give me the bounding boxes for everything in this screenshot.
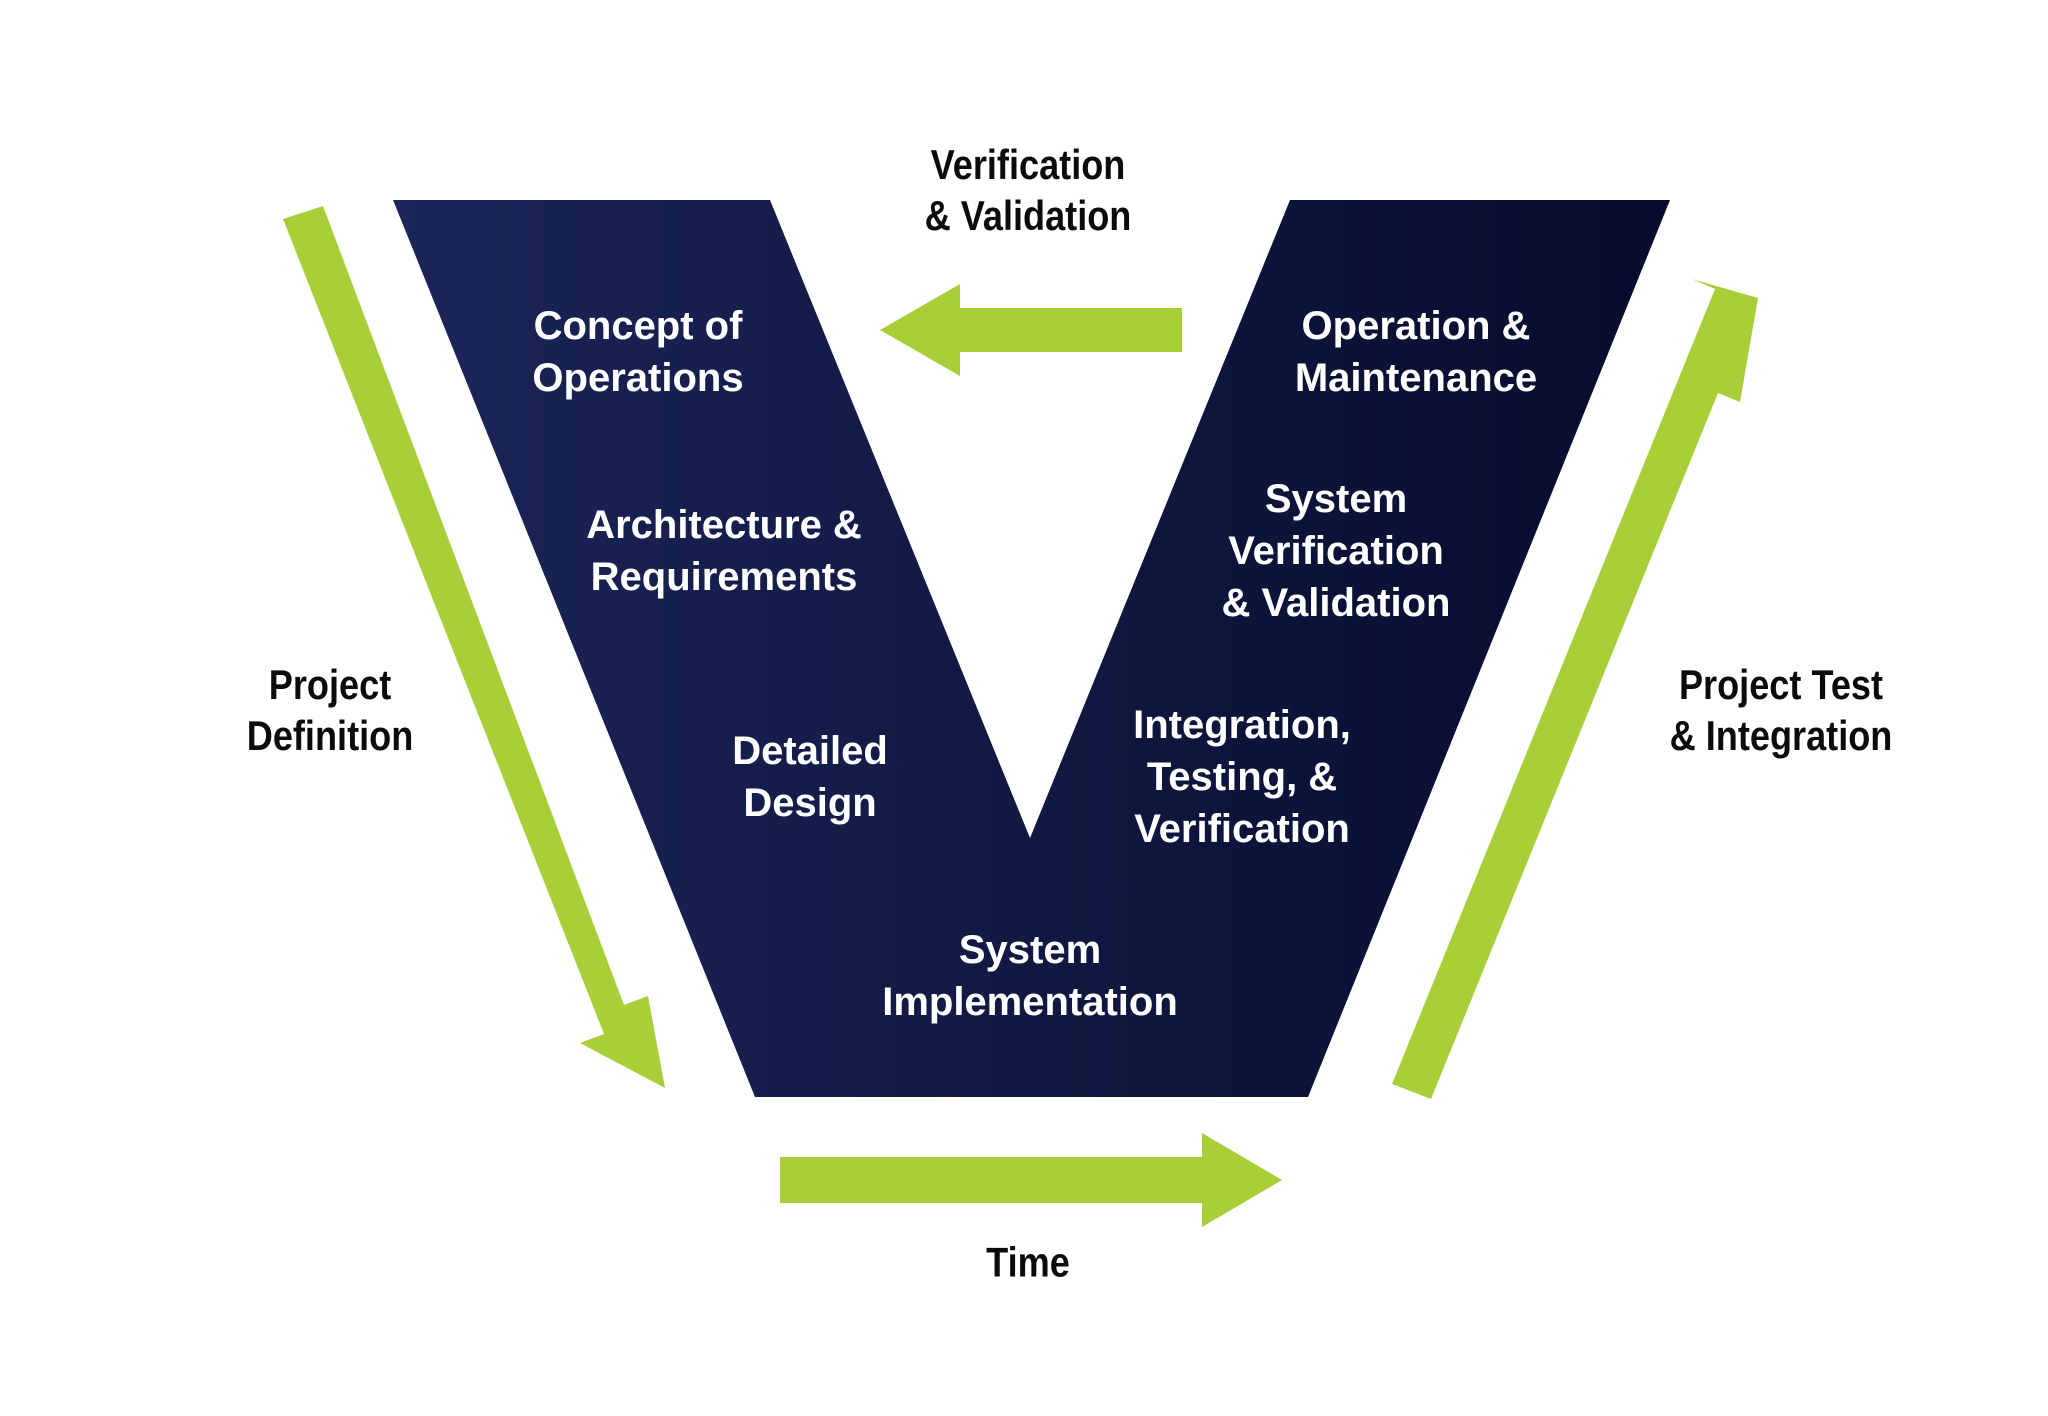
integration-testing-verification-line-2: Testing, & [1146, 755, 1338, 799]
system-implementation-line-1: System [958, 928, 1102, 972]
project-definition-line-1: Project [268, 660, 392, 708]
system-verification-validation-line-3: & Validation [1221, 581, 1451, 625]
project-definition-arrow-icon [283, 206, 665, 1088]
system-implementation-line-2: Implementation [882, 980, 1178, 1024]
phase-architecture-requirements: Architecture & Requirements [586, 499, 862, 603]
architecture-requirements-line-1: Architecture & [586, 503, 862, 547]
verification-validation-line-2: & Validation [924, 192, 1132, 239]
system-verification-validation-line-1: System [1264, 477, 1408, 521]
time-arrow-icon [780, 1133, 1282, 1227]
phase-integration-testing-verification: Integration, Testing, & Verification [1133, 699, 1351, 855]
concept-of-operations-line-2: Operations [532, 356, 744, 400]
phase-system-implementation: System Implementation [882, 924, 1178, 1028]
integration-testing-verification-line-1: Integration, [1133, 703, 1351, 747]
integration-testing-verification-line-3: Verification [1134, 807, 1350, 851]
time-label: Time [986, 1236, 1070, 1287]
project-definition-label: Project Definition [247, 659, 414, 761]
verification-validation-arrow-icon [880, 284, 1182, 376]
project-test-integration-line-1: Project Test [1678, 660, 1884, 708]
detailed-design-line-1: Detailed [732, 729, 888, 773]
operation-maintenance-line-2: Maintenance [1294, 356, 1538, 400]
system-verification-validation-line-2: Verification [1228, 529, 1444, 573]
project-definition-line-2: Definition [246, 712, 414, 759]
time-line-1: Time [986, 1238, 1070, 1286]
v-shape [393, 200, 1670, 1097]
detailed-design-line-2: Design [743, 781, 877, 825]
verification-validation-line-1: Verification [930, 140, 1126, 188]
project-test-integration-label: Project Test & Integration [1670, 659, 1893, 761]
architecture-requirements-line-2: Requirements [590, 555, 858, 599]
project-test-integration-arrow-icon [1392, 279, 1758, 1099]
phase-concept-of-operations: Concept of Operations [532, 300, 743, 404]
project-test-integration-line-2: & Integration [1669, 712, 1893, 759]
phase-detailed-design: Detailed Design [732, 725, 888, 829]
operation-maintenance-line-1: Operation & [1301, 304, 1531, 348]
phase-system-verification-validation: System Verification & Validation [1222, 473, 1451, 629]
phase-operation-maintenance: Operation & Maintenance [1295, 300, 1537, 404]
concept-of-operations-line-1: Concept of [533, 304, 743, 348]
verification-validation-label: Verification & Validation [925, 139, 1132, 241]
